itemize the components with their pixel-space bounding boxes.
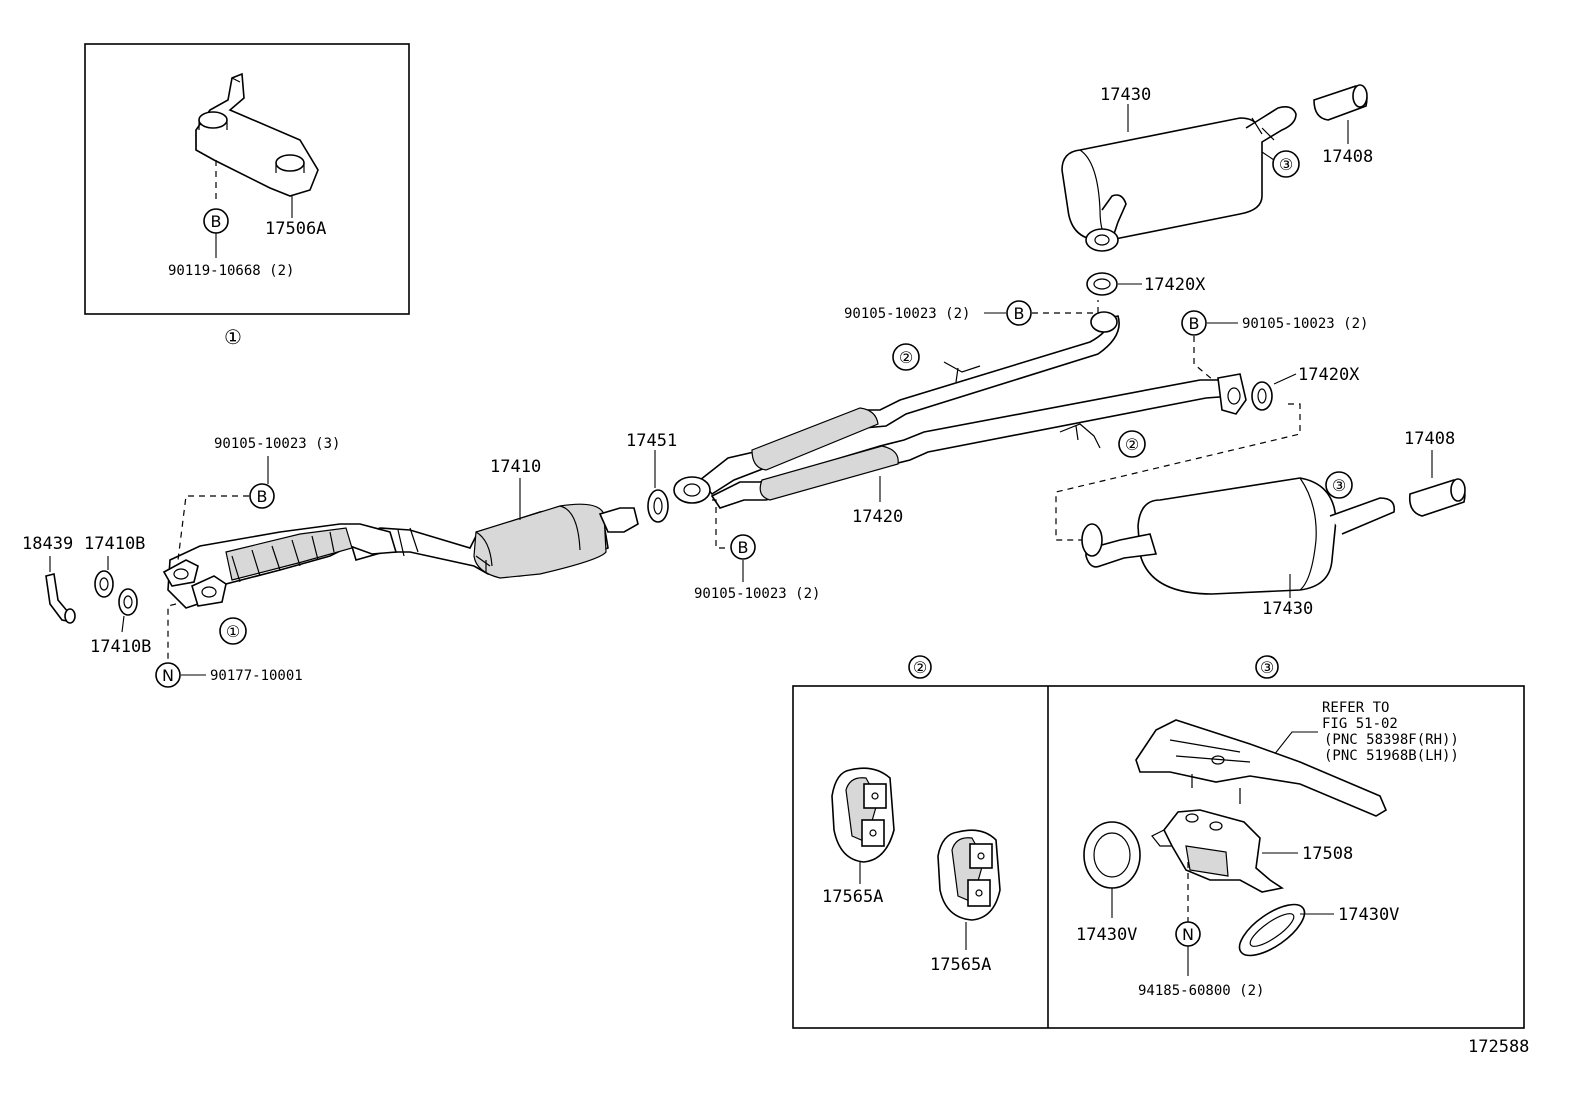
- part-label-17451: 17451: [626, 431, 677, 451]
- bolt-callout-ypipe-front: B 90105-10023 (2): [694, 499, 820, 602]
- part-label-17410B-top: 17410B: [84, 534, 145, 554]
- part-label-90119-10668: 90119-10668 (2): [168, 263, 294, 279]
- gasket-17420X-top: 17420X: [1086, 272, 1206, 296]
- detail-2-marker-lower: ②: [1125, 435, 1139, 454]
- part-label-90105-10023-3: 90105-10023 (3): [214, 436, 340, 452]
- part-label-17408-mid: 17408: [1404, 429, 1455, 449]
- heat-insulator-bracket: [1135, 719, 1388, 817]
- detail-3-marker-mid: ③: [1332, 476, 1346, 495]
- nut-letter: N: [162, 666, 174, 685]
- refer-note-line3: (PNC 58398F(RH)): [1324, 732, 1459, 748]
- part-label-17430V-left: 17430V: [1076, 925, 1137, 945]
- nut-callout-detail3: N 94185-60800 (2): [1138, 862, 1264, 999]
- bolt-callout-ypipe-right: B 90105-10023 (2): [1181, 310, 1368, 387]
- detail-3-marker-top: ③: [1279, 155, 1293, 174]
- part-label-90105-10023-left: 90105-10023 (2): [844, 306, 970, 322]
- y-pipe-17420: 17420 ② ②: [673, 311, 1247, 527]
- center-pipe-17410: 17410: [349, 457, 639, 579]
- diagram-id: 172588: [1468, 1037, 1529, 1057]
- part-label-17420X-mid: 17420X: [1298, 365, 1360, 385]
- bolt-letter: B: [738, 538, 749, 557]
- gasket-17451: 17451: [626, 431, 677, 523]
- gasket-17410B-bottom: 17410B: [90, 588, 151, 657]
- part-label-17410B-bottom: 17410B: [90, 637, 151, 657]
- detail-3-header: ③: [1260, 658, 1274, 677]
- part-label-90105-10023-bottom: 90105-10023 (2): [694, 586, 820, 602]
- rear-muffler-top: 17430 ③: [1061, 85, 1300, 252]
- detail-box-2-3: ② ③: [792, 655, 1525, 1029]
- bolt-letter: B: [257, 487, 268, 506]
- refer-note-line2: FIG 51-02: [1322, 716, 1398, 732]
- tail-pipe-tip-top: 17408: [1313, 84, 1373, 167]
- part-label-17565A-right: 17565A: [930, 955, 991, 975]
- detail-box-1: B 17506A 90119-10668 (2): [84, 43, 410, 315]
- bolt-letter: B: [1189, 314, 1200, 333]
- part-label-17420: 17420: [852, 507, 903, 527]
- part-label-17506A: 17506A: [265, 219, 326, 239]
- detail-1-marker-inline: ①: [226, 622, 240, 641]
- hanger-17565A-left: 17565A: [822, 767, 895, 907]
- refer-note-line4: (PNC 51968B(LH)): [1324, 748, 1459, 764]
- part-label-17508: 17508: [1302, 844, 1353, 864]
- refer-note-line1: REFER TO: [1322, 700, 1389, 716]
- gasket-17420X-mid: 17420X: [1055, 365, 1360, 541]
- part-label-17420X-top: 17420X: [1144, 275, 1206, 295]
- part-label-17408-top: 17408: [1322, 147, 1373, 167]
- bolt-letter: B: [211, 212, 222, 231]
- hanger-17565A-right: 17565A: [930, 829, 1001, 975]
- part-label-17430V-right: 17430V: [1338, 905, 1399, 925]
- part-label-17430-top: 17430: [1100, 85, 1151, 105]
- refer-note: REFER TO FIG 51-02 (PNC 58398F(RH)) (PNC…: [1269, 700, 1459, 764]
- part-label-94185-60800: 94185-60800 (2): [1138, 983, 1264, 999]
- rear-muffler-mid: 17430 ③: [1081, 471, 1396, 619]
- gasket-17410B-top: 17410B: [84, 534, 145, 598]
- sensor-18439: 18439: [22, 534, 76, 624]
- front-exhaust-pipe: ①: [162, 523, 398, 645]
- tail-pipe-tip-mid: 17408: [1404, 429, 1466, 517]
- nut-callout-front-pipe: N 90177-10001: [155, 603, 303, 688]
- detail-2-marker-upper: ②: [899, 348, 913, 367]
- part-label-17430-mid: 17430: [1262, 599, 1313, 619]
- part-label-18439: 18439: [22, 534, 73, 554]
- bolt-callout-front-pipe: 90105-10023 (3) B: [177, 436, 340, 561]
- cushion-17430V-left: 17430V: [1076, 821, 1141, 945]
- nut-letter: N: [1182, 925, 1194, 944]
- part-label-17565A-left: 17565A: [822, 887, 883, 907]
- detail-1-marker: ①: [224, 325, 242, 349]
- cushion-17430V-right: 17430V: [1238, 903, 1399, 957]
- part-label-90105-10023-right: 90105-10023 (2): [1242, 316, 1368, 332]
- part-label-17410: 17410: [490, 457, 541, 477]
- part-label-90177-10001: 90177-10001: [210, 668, 303, 684]
- hanger-bracket-17508: 17508: [1151, 809, 1353, 893]
- bolt-letter: B: [1014, 304, 1025, 323]
- detail-2-header: ②: [913, 658, 927, 677]
- bolt-callout-ypipe-left: 90105-10023 (2) B: [844, 300, 1099, 326]
